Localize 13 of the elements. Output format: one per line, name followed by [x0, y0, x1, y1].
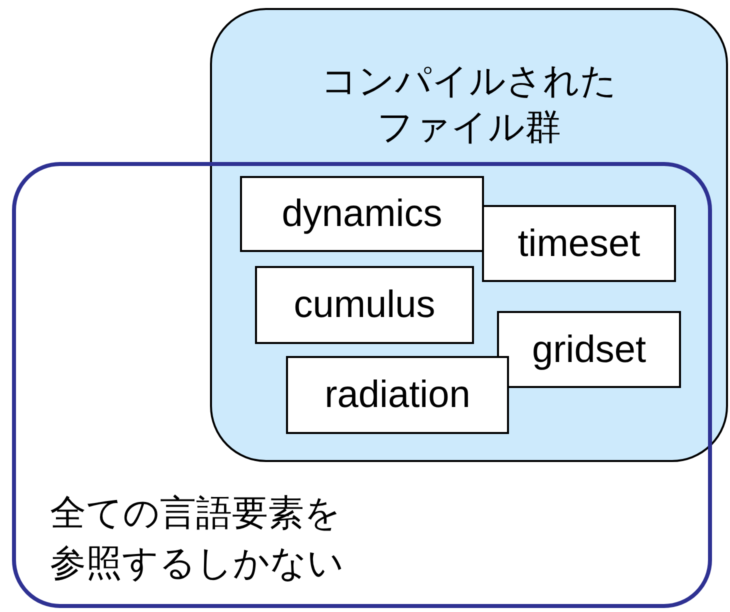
file-box: [286, 356, 509, 434]
file-name: gridset: [532, 328, 646, 372]
file-box: [482, 205, 676, 282]
file-box: [240, 176, 484, 252]
file-name: dynamics: [282, 192, 442, 236]
file-box: [497, 311, 681, 388]
panel-heading: コンパイルされたファイル群: [320, 59, 618, 149]
file-name: timeset: [518, 222, 640, 266]
file-name: radiation: [324, 373, 470, 417]
rounded-outline: [12, 162, 712, 608]
file-box: [255, 266, 474, 344]
file-name: cumulus: [294, 283, 436, 327]
outline-caption: 全ての言語要素を参照するしかない: [50, 491, 345, 585]
